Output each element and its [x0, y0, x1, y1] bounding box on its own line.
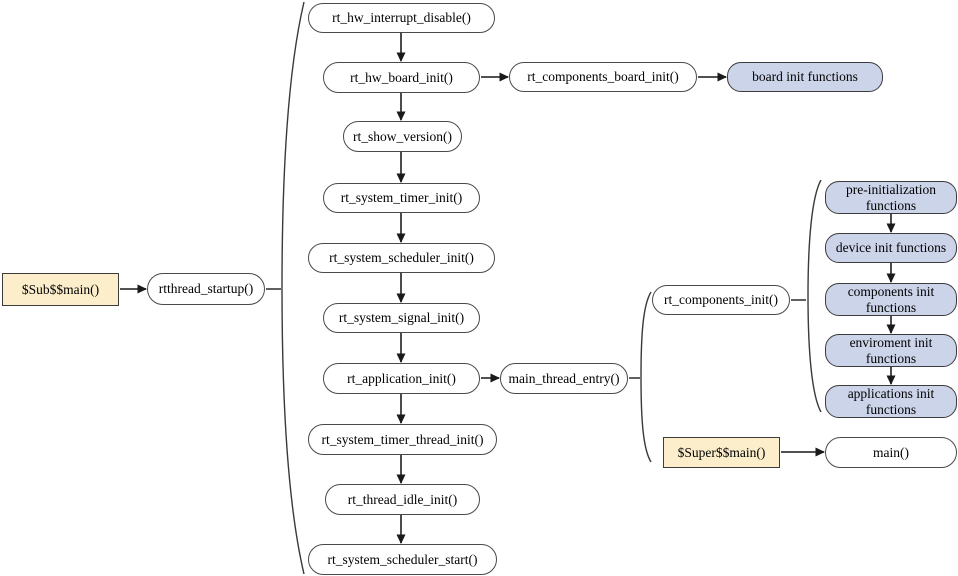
node-rt-components-board-init: rt_components_board_init()	[509, 62, 697, 92]
node-rt-system-timer-init: rt_system_timer_init()	[323, 183, 480, 213]
node-rt-hw-board-init: rt_hw_board_init()	[323, 62, 480, 93]
node-rt-show-version: rt_show_version()	[343, 121, 462, 152]
node-rt-system-signal-init: rt_system_signal_init()	[323, 303, 480, 333]
node-rt-hw-interrupt-disable: rt_hw_interrupt_disable()	[308, 3, 495, 33]
brace-components-init-group	[807, 179, 822, 413]
node-rt-system-scheduler-init: rt_system_scheduler_init()	[308, 243, 495, 273]
node-rt-thread-idle-init: rt_thread_idle_init()	[325, 484, 480, 515]
node-main: main()	[825, 437, 957, 468]
node-sub-main: $Sub$$main()	[2, 273, 119, 306]
brace-rtthread-startup-group	[281, 1, 305, 575]
node-rt-system-scheduler-start: rt_system_scheduler_start()	[308, 544, 497, 575]
node-rt-system-timer-thread-init: rt_system_timer_thread_init()	[308, 424, 497, 455]
node-pre-initialization-functions: pre-initialization functions	[825, 181, 957, 214]
brace-main-thread-group	[640, 291, 652, 463]
node-rt-components-init: rt_components_init()	[652, 285, 790, 315]
node-components-init-functions: components init functions	[825, 283, 957, 316]
node-super-main: $Super$$main()	[663, 437, 780, 468]
node-rt-application-init: rt_application_init()	[323, 363, 480, 394]
node-rtthread-startup: rtthread_startup()	[147, 273, 265, 305]
node-device-init-functions: device init functions	[825, 233, 957, 263]
node-enviroment-init-functions: enviroment init functions	[825, 334, 957, 367]
node-applications-init-functions: applications init functions	[825, 385, 957, 418]
node-board-init-functions: board init functions	[727, 62, 883, 92]
node-main-thread-entry: main_thread_entry()	[500, 363, 628, 394]
